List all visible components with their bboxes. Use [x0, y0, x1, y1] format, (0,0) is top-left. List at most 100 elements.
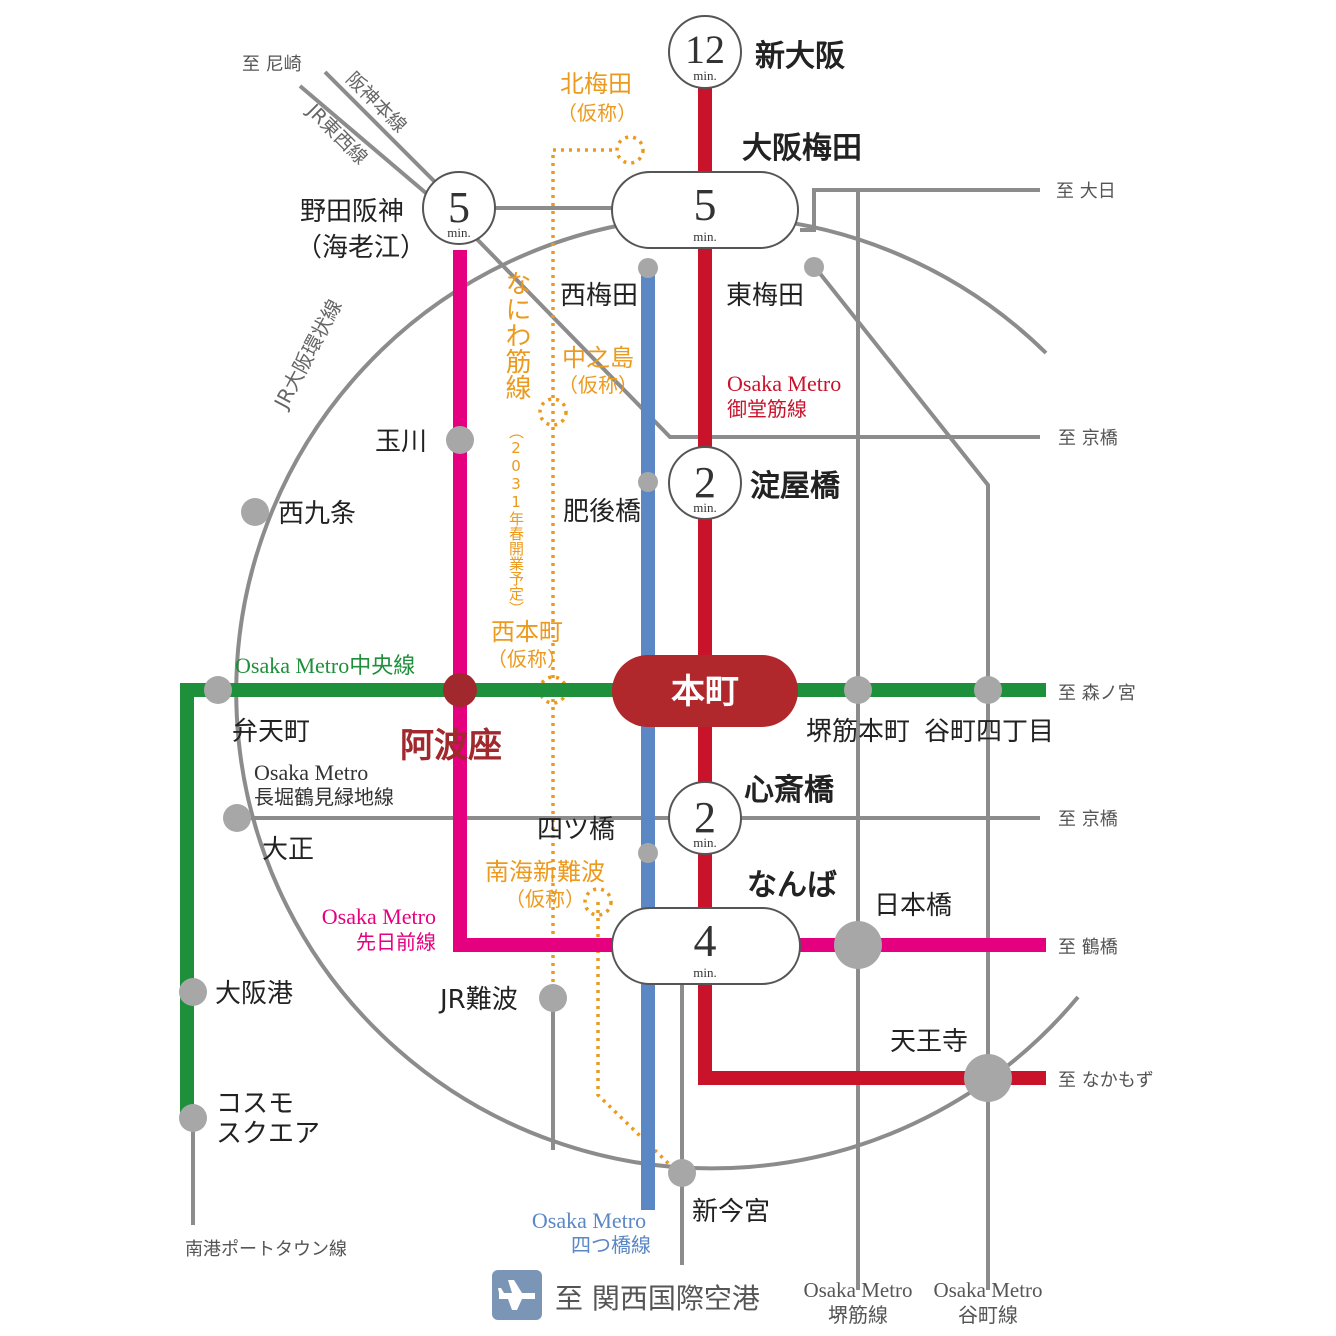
badge-hommachi: 本町 — [612, 655, 798, 727]
svg-text:min.: min. — [693, 835, 716, 850]
direction-kansai-airport: 至 関西国際空港 — [555, 1282, 760, 1315]
svg-text:min.: min. — [693, 500, 716, 515]
svg-text:5: 5 — [694, 179, 717, 230]
jr-tozai-line-diagonal — [298, 84, 442, 207]
svg-text:min.: min. — [693, 965, 716, 980]
station-label-noda-hanshin: 野田阪神 — [300, 197, 404, 227]
direction-labels: 至 尼崎 至 大日 至 京橋 至 森ノ宮 至 京橋 至 鶴橋 至 なかもず — [242, 54, 1154, 1091]
station-label-bentencho: 弁天町 — [232, 717, 310, 747]
label-nankai-shin-namba-note: （仮称） — [505, 887, 585, 911]
label-hanshin: 阪神本線 — [341, 68, 410, 137]
station-label-tennoji: 天王寺 — [890, 1027, 968, 1057]
station-label-namba: なんば — [747, 868, 837, 903]
station-dot-nipponbashi — [834, 921, 882, 969]
station-label-sakaisuji-hommachi: 堺筋本町 — [806, 717, 910, 747]
hanshin-line-diagonal — [323, 70, 449, 196]
station-label-noda-ebie: （海老江） — [296, 233, 426, 263]
label-kita-umeda: 北梅田 — [560, 70, 632, 98]
tanimachi-line — [812, 264, 990, 1290]
label-naniwasuji-line: なにわ筋線 — [501, 270, 531, 400]
station-label-cosmo-2: スクエア — [216, 1119, 320, 1149]
svg-text:min.: min. — [693, 68, 716, 83]
station-label-tamagawa: 玉川 — [375, 427, 427, 457]
station-label-yodoyabashi: 淀屋橋 — [750, 469, 841, 504]
badge-yodoyabashi: 2 min. — [668, 446, 742, 520]
planned-labels: 北梅田 （仮称） 中之島 （仮称） 西本町 （仮称） 南海新難波 （仮称） なに… — [485, 70, 638, 911]
label-chuo-line: Osaka Metro中央線 — [235, 653, 415, 678]
station-label-jr-namba: JR難波 — [438, 985, 518, 1015]
label-midosuji-en: Osaka Metro — [727, 371, 841, 396]
tanimachi-line-top — [800, 188, 1040, 232]
station-dot-osakako — [179, 978, 207, 1006]
station-label-nipponbashi: 日本橋 — [874, 891, 952, 921]
badge-osaka-umeda: 5 min. — [611, 171, 799, 249]
svg-text:12: 12 — [685, 27, 725, 72]
station-label-tanimachi-4: 谷町四丁目 — [924, 717, 1054, 747]
station-dot-bentencho — [204, 676, 232, 704]
label-sennichimae-jp: 先日前線 — [356, 930, 436, 954]
station-kita-umeda-planned — [615, 135, 645, 165]
label-midosuji-jp: 御堂筋線 — [727, 397, 807, 421]
station-label-hommachi: 本町 — [671, 672, 739, 712]
jr-tozai-line — [468, 230, 1040, 439]
station-labels: 新大阪 大阪梅田 野田阪神 （海老江） 西梅田 東梅田 淀屋橋 肥後橋 玉川 西… — [215, 39, 1054, 1227]
direction-amagasaki: 至 尼崎 — [242, 54, 302, 75]
station-label-osakako: 大阪港 — [215, 979, 293, 1009]
label-nagahori-en: Osaka Metro — [254, 760, 368, 785]
label-nakanoshima-note: （仮称） — [558, 373, 638, 397]
svg-text:5: 5 — [448, 183, 470, 232]
station-nakanoshima-planned — [538, 397, 568, 427]
station-label-shinsaibashi: 心斎橋 — [744, 773, 835, 808]
station-dot-shin-imamiya — [668, 1159, 696, 1187]
label-jr-loop: JR大阪環状線 — [268, 295, 346, 414]
station-dot-tennoji — [964, 1054, 1012, 1102]
station-label-nishikujo: 西九条 — [278, 499, 356, 529]
label-sakaisuji-jp: 堺筋線 — [828, 1303, 888, 1327]
airplane-icon-shape — [498, 1280, 535, 1310]
station-nankai-shin-namba-planned — [583, 887, 613, 917]
station-label-taisho: 大正 — [262, 835, 314, 865]
station-dot-higashi-umeda — [804, 257, 824, 277]
badge-noda-hanshin: 5 min. — [422, 171, 496, 245]
station-label-shin-imamiya: 新今宮 — [692, 1197, 770, 1227]
station-dot-tanimachi-4 — [974, 676, 1002, 704]
label-sennichimae-en: Osaka Metro — [322, 904, 436, 929]
station-label-awaza: 阿波座 — [400, 726, 502, 766]
label-nishi-hommachi-note: （仮称） — [487, 647, 567, 671]
station-label-higobashi: 肥後橋 — [563, 497, 641, 527]
airport-direction: 至 関西国際空港 — [492, 1270, 760, 1320]
station-label-nishi-umeda: 西梅田 — [560, 281, 638, 311]
station-dot-higobashi — [638, 472, 658, 492]
svg-text:2: 2 — [694, 793, 716, 842]
label-nagahori-jp: 長堀鶴見緑地線 — [254, 785, 394, 809]
label-yotsubashi-en: Osaka Metro — [532, 1208, 646, 1233]
label-nankai-shin-namba: 南海新難波 — [485, 858, 605, 886]
station-dots — [179, 257, 1012, 1187]
label-nakanoshima: 中之島 — [562, 344, 634, 372]
label-tanimachi-jp: 谷町線 — [958, 1303, 1018, 1327]
svg-text:4: 4 — [694, 915, 717, 966]
station-dot-nishikujo — [241, 498, 269, 526]
direction-nakamozu: 至 なかもず — [1058, 1070, 1154, 1091]
direction-kyobashi-1: 至 京橋 — [1058, 428, 1118, 449]
station-dot-jr-namba — [539, 984, 567, 1012]
label-kita-umeda-note: （仮称） — [557, 101, 637, 125]
station-label-yotsubashi: 四ツ橋 — [537, 815, 615, 845]
label-sakaisuji-en: Osaka Metro — [803, 1278, 912, 1302]
station-label-shin-osaka: 新大阪 — [755, 39, 845, 74]
badge-shinsaibashi: 2 min. — [668, 781, 742, 855]
label-yotsubashi-jp: 四つ橋線 — [571, 1233, 651, 1257]
station-dot-yotsubashi — [638, 843, 658, 863]
direction-dainichi: 至 大日 — [1056, 181, 1116, 202]
station-label-cosmo-1: コスモ — [216, 1089, 294, 1119]
station-dot-cosmo-square — [179, 1104, 207, 1132]
label-naniwasuji-note: （2031年春開業予定） — [507, 424, 525, 616]
station-dot-taisho — [223, 804, 251, 832]
badge-shin-osaka: 12 min. — [668, 15, 742, 89]
direction-kyobashi-2: 至 京橋 — [1058, 809, 1118, 830]
direction-morinomiya: 至 森ノ宮 — [1058, 683, 1136, 704]
badge-namba: 4 min. — [611, 907, 801, 985]
direction-tsuruhashi: 至 鶴橋 — [1058, 937, 1118, 958]
station-label-osaka-umeda: 大阪梅田 — [742, 131, 862, 166]
